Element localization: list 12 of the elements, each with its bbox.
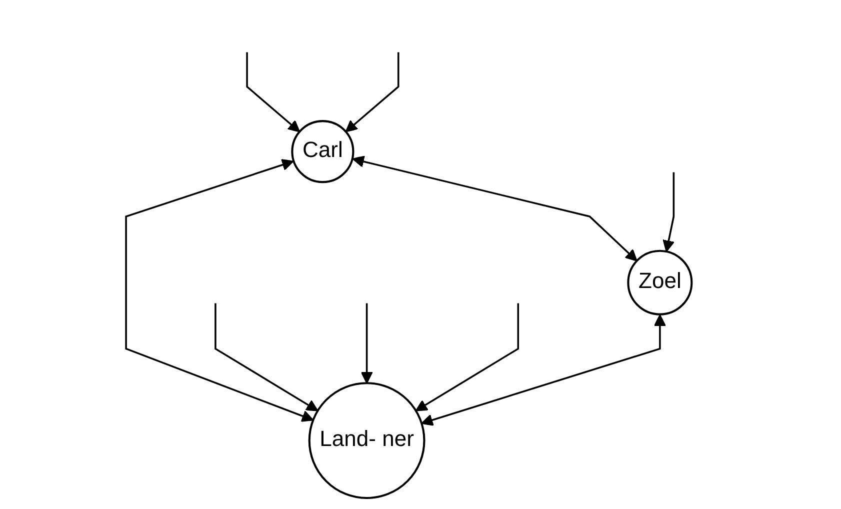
arrow [415,303,520,412]
arrow [421,314,666,426]
arrow [352,156,638,262]
arrow [214,303,318,412]
node-circle: Land- ner [308,382,426,500]
arrow [125,158,314,422]
arrow [662,172,675,252]
arrow [360,303,373,384]
arrow [345,52,400,132]
arrow [246,52,300,132]
node-circle: Carl [291,120,354,184]
node-circle: Zoel [627,250,693,316]
